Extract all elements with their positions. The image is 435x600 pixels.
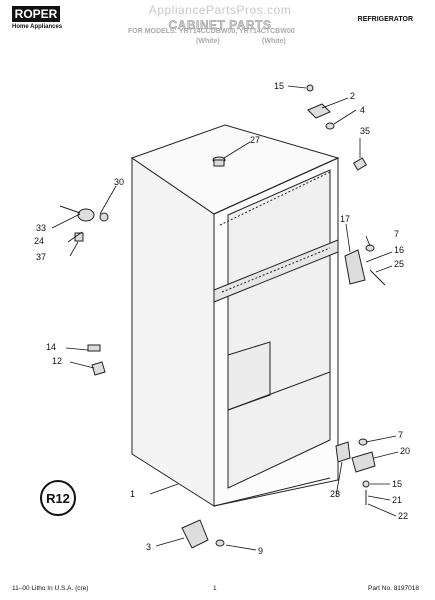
callout-label: 25 [394,259,404,269]
callout-label: 22 [398,511,408,521]
callout-label: 35 [360,126,370,136]
callout-label: 2 [350,91,355,101]
callout-label: 7 [394,229,399,239]
lower-hinge-part [181,519,225,549]
plug-part [352,157,368,171]
models-line: FOR MODELS: YRT14CCDBW00, YRT14CTCBW00 [128,28,295,35]
finish-left: (White) [196,38,220,45]
cabinet-body [130,124,340,507]
footer-litho: 11–00 Litho In U.S.A. (cre) [12,585,89,592]
r12-badge: R12 [40,480,76,516]
knob-part [212,156,226,167]
brand-subtitle: Home Appliances [12,24,63,30]
callout-label: 30 [114,177,124,187]
bottom-hinge-part [335,438,376,505]
callout-label: 1 [130,489,135,499]
callout-label: 9 [258,546,263,556]
callout-label: 15 [392,479,402,489]
roper-logo: ROPER [12,6,60,22]
callout-label: 7 [398,430,403,440]
callout-label: 4 [360,105,365,115]
callout-label: 37 [36,252,46,262]
callout-label: 24 [34,236,44,246]
page-title: CABINET PARTS [168,18,272,32]
callout-labels: 15 2 4 35 27 30 33 24 37 17 7 16 25 14 1… [34,81,410,556]
top-hinge-part [306,84,335,130]
middle-hinge-part [344,244,386,286]
callout-label: 15 [274,81,284,91]
category-label: REFRIGERATOR [357,16,413,23]
finish-right: (White) [262,38,286,45]
callout-label: 27 [250,135,260,145]
callout-label: 16 [394,245,404,255]
handle-bracket-part [59,205,109,242]
watermark-text: AppliancePartsPros.com [148,3,292,17]
footer-page-number: 1 [213,585,217,592]
callout-label: 3 [146,542,151,552]
leader-lines [51,85,399,551]
r12-badge-text: R12 [46,491,70,506]
switch-part [87,344,106,376]
callout-label: 20 [400,446,410,456]
callout-label: 23 [330,489,340,499]
footer-part-number: Part No. 8197018 [368,585,419,592]
callout-label: 17 [340,214,350,224]
callout-label: 21 [392,495,402,505]
callout-label: 14 [46,342,56,352]
callout-label: 33 [36,223,46,233]
callout-label: 12 [52,356,62,366]
